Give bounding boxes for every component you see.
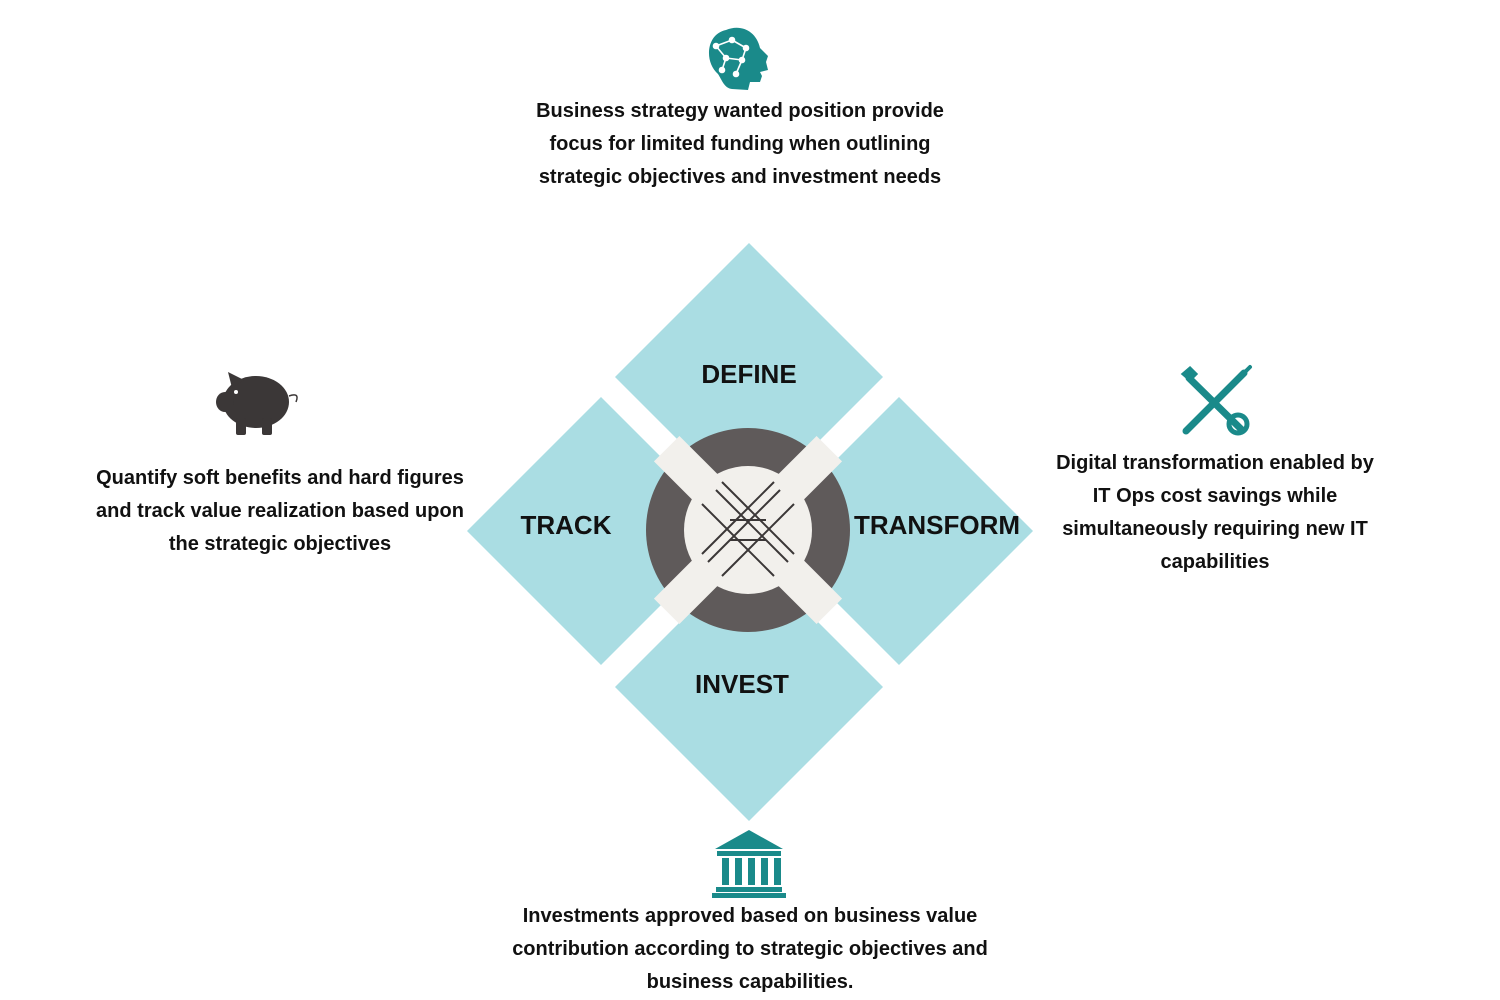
ai-head-icon bbox=[708, 27, 768, 90]
define-label: DEFINE bbox=[701, 359, 796, 389]
piggy-bank-icon bbox=[216, 372, 298, 435]
define-description: Business strategy wanted position provid… bbox=[536, 100, 944, 188]
tools-icon bbox=[1180, 365, 1252, 436]
transform-label: TRANSFORM bbox=[854, 510, 1020, 540]
track-description: Quantify soft benefits and hard figures … bbox=[96, 467, 464, 555]
center-inner-circle bbox=[684, 466, 812, 594]
transform-description: Digital transformation enabled by IT Ops… bbox=[1056, 452, 1374, 573]
bank-building-icon bbox=[712, 830, 786, 898]
track-label: TRACK bbox=[521, 510, 612, 540]
invest-label: INVEST bbox=[695, 669, 789, 699]
invest-description: Investments approved based on business v… bbox=[512, 905, 988, 993]
crossed-arrows-icon bbox=[701, 481, 795, 577]
